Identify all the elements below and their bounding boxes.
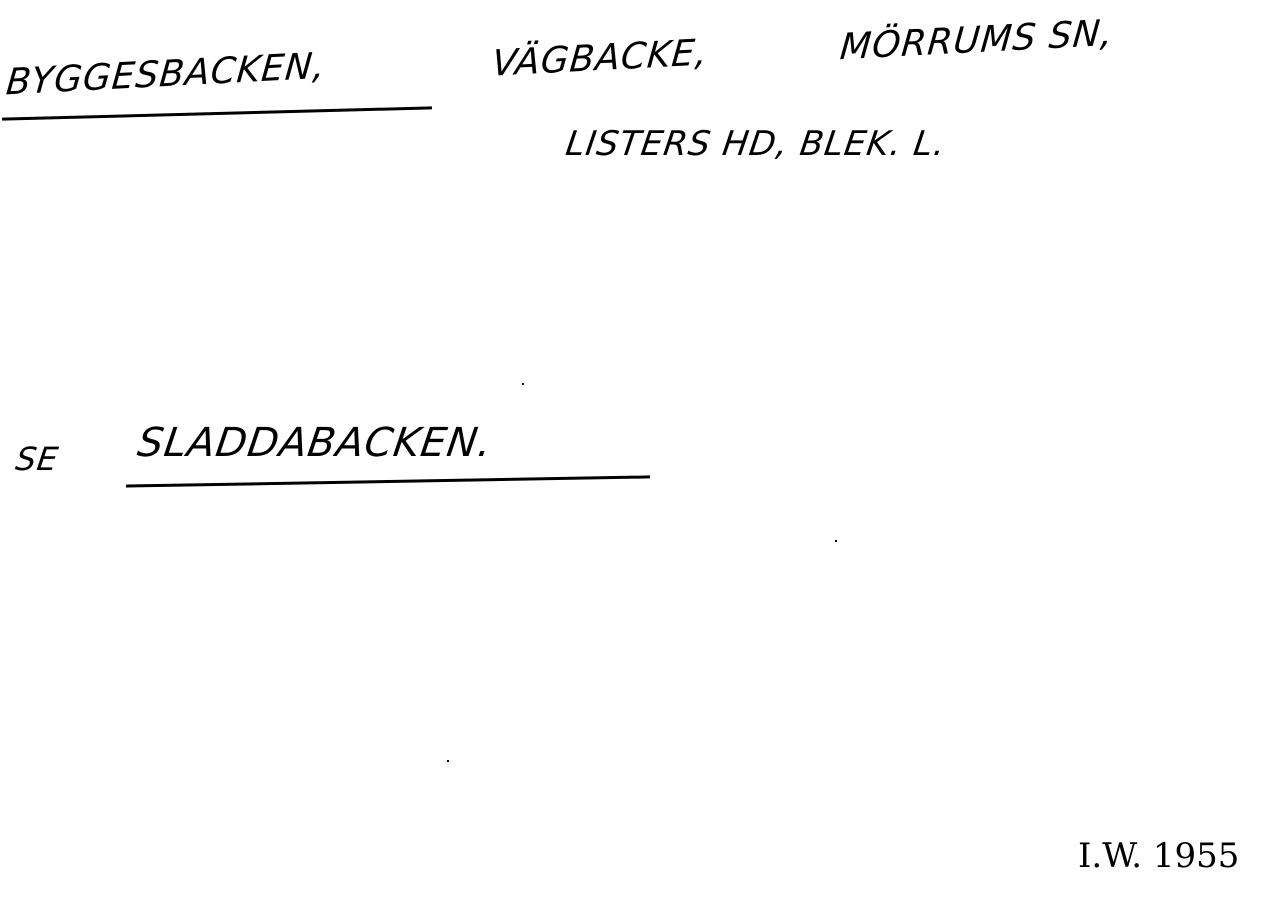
heading-underline [2,106,432,121]
scan-speck [835,540,837,542]
reference-underline [126,475,650,488]
cross-reference: SLADDABACKEN. [134,420,496,466]
scan-speck [522,383,524,385]
scan-speck [447,760,449,762]
district-county: LISTERS HD, BLEK. L. [563,124,949,164]
signature-date: I.W. 1955 [1078,836,1240,876]
place-name-variant: VÄGBACKE, [490,32,710,85]
parish: MÖRRUMS SN, [838,12,1115,69]
see-label: SE [13,440,62,478]
place-name-heading: BYGGESBACKEN, [4,45,328,104]
